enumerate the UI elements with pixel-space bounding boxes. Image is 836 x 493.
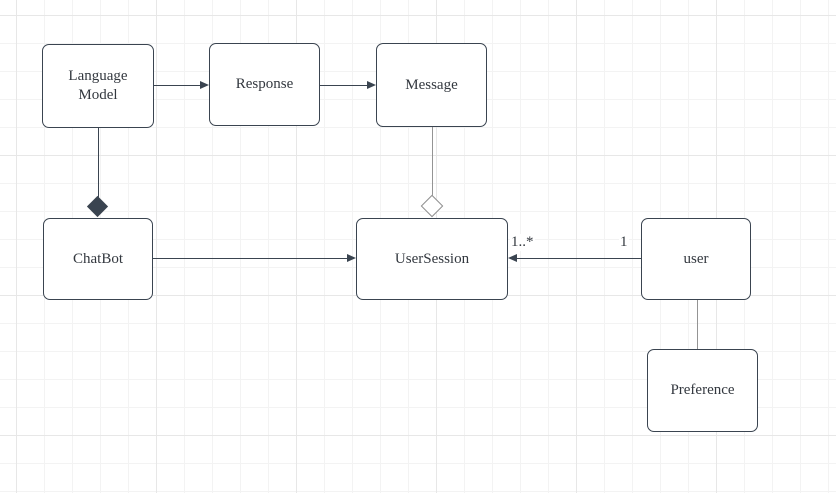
node-label: Language Model bbox=[68, 68, 128, 103]
node-response[interactable]: Response bbox=[209, 43, 320, 126]
node-message[interactable]: Message bbox=[376, 43, 487, 127]
node-user-session[interactable]: UserSession bbox=[356, 218, 508, 300]
multiplicity-label-target[interactable]: 1..* bbox=[510, 234, 535, 251]
node-label: Response bbox=[235, 76, 294, 93]
edge-line bbox=[517, 258, 641, 259]
node-label: ChatBot bbox=[72, 250, 123, 267]
edge-line bbox=[98, 128, 99, 198]
arrowhead-right-icon bbox=[367, 81, 376, 89]
edge-line bbox=[432, 127, 433, 197]
node-chatbot[interactable]: ChatBot bbox=[43, 218, 153, 300]
multiplicity-label-source[interactable]: 1 bbox=[619, 234, 629, 251]
aggregation-diamond-icon bbox=[420, 194, 444, 218]
node-language-model[interactable]: Language Model bbox=[42, 44, 154, 128]
composition-diamond-icon bbox=[86, 195, 109, 218]
node-label: Message bbox=[405, 76, 458, 93]
node-preference[interactable]: Preference bbox=[647, 349, 758, 432]
edge-line bbox=[320, 85, 367, 86]
edge-line bbox=[153, 258, 347, 259]
node-label: Preference bbox=[670, 382, 735, 399]
edge-line bbox=[154, 85, 200, 86]
edge-line bbox=[697, 300, 698, 349]
node-user[interactable]: user bbox=[641, 218, 751, 300]
arrowhead-right-icon bbox=[347, 254, 356, 262]
node-label: user bbox=[683, 250, 709, 267]
node-label: UserSession bbox=[394, 250, 470, 267]
arrowhead-right-icon bbox=[200, 81, 209, 89]
arrowhead-left-icon bbox=[508, 254, 517, 262]
